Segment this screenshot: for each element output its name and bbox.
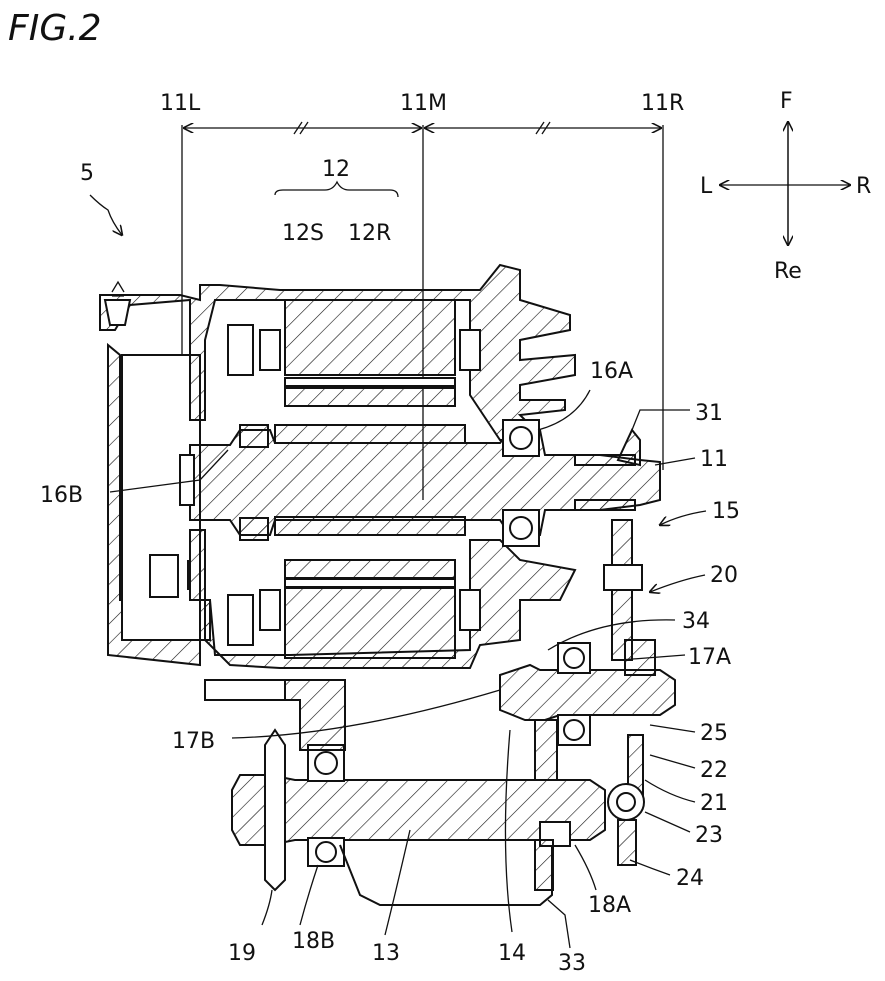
label-24: 24 — [676, 866, 704, 891]
label-12: 12 — [322, 157, 350, 182]
bearing-16B — [239, 424, 269, 541]
case-boss — [204, 679, 286, 701]
direction-rear: Re — [774, 259, 802, 284]
label-20: 20 — [710, 563, 738, 588]
stator-12S — [284, 299, 456, 659]
label-11: 11 — [700, 447, 728, 472]
direction-compass — [720, 122, 850, 245]
breather — [103, 299, 132, 326]
figure-title: FIG.2 — [8, 8, 102, 49]
label-15: 15 — [712, 499, 740, 524]
part-19 — [264, 728, 286, 892]
label-34: 34 — [682, 609, 710, 634]
right-cover — [603, 428, 656, 866]
direction-left: L — [700, 174, 713, 199]
label-23: 23 — [695, 823, 723, 848]
bearing-16A — [502, 419, 540, 547]
label-25: 25 — [700, 721, 728, 746]
dim-label-11L: 11L — [160, 91, 201, 116]
label-33: 33 — [558, 951, 586, 976]
rotor-12R — [274, 424, 466, 536]
label-18A: 18A — [588, 893, 631, 918]
label-13: 13 — [372, 941, 400, 966]
label-17A: 17A — [688, 645, 731, 670]
label-17B: 17B — [172, 729, 215, 754]
coil-ends — [227, 324, 481, 646]
label-14: 14 — [498, 941, 526, 966]
label-12R: 12R — [348, 221, 391, 246]
dim-label-11M: 11M — [400, 91, 447, 116]
case-web — [279, 679, 346, 751]
label-12S: 12S — [282, 221, 324, 246]
bearing-17A — [557, 642, 591, 746]
main-shaft-11 — [189, 429, 661, 536]
direction-right: R — [856, 174, 871, 199]
gear-14 — [534, 719, 558, 781]
motor-brace — [274, 180, 399, 198]
label-5: 5 — [80, 161, 94, 186]
label-16B: 16B — [40, 483, 83, 508]
lower-case — [339, 844, 553, 906]
label-19: 19 — [228, 941, 256, 966]
label-31: 31 — [695, 401, 723, 426]
leader-lines — [109, 389, 707, 949]
leader-5 — [89, 194, 122, 235]
label-18B: 18B — [292, 929, 335, 954]
dim-label-11R: 11R — [641, 91, 684, 116]
part-33 — [534, 839, 554, 891]
intermediate-shaft — [499, 663, 676, 721]
label-22: 22 — [700, 758, 728, 783]
label-21: 21 — [700, 791, 728, 816]
shaft-left-end — [179, 454, 195, 506]
breather-cap — [111, 280, 125, 297]
direction-front: F — [780, 89, 793, 114]
label-16A: 16A — [590, 359, 633, 384]
